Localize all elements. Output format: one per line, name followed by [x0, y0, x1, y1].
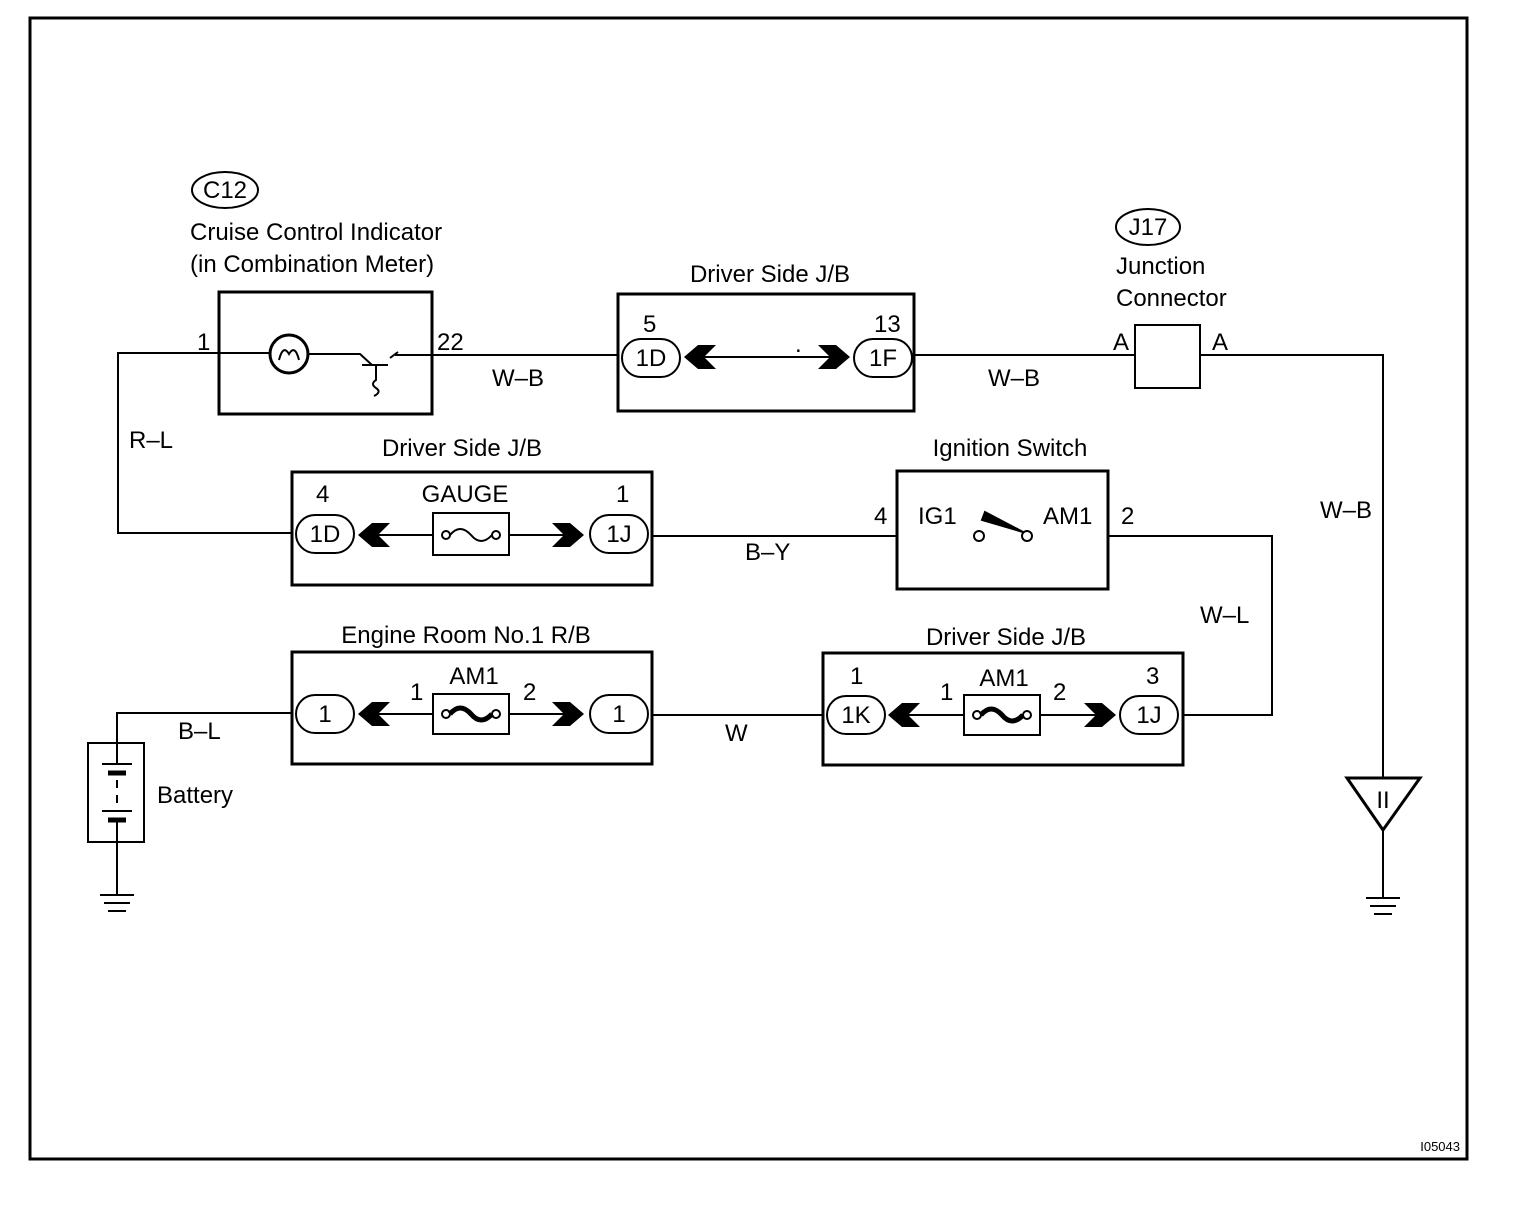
battery: Battery [87, 742, 233, 843]
ignition-switch: Ignition Switch 4 IG1 AM1 2 [874, 435, 1134, 591]
jb-bottom-fuse-pin-left: 1 [940, 679, 953, 706]
jb-bottom-fuse-label: AM1 [979, 665, 1028, 692]
fusible-link-icon [972, 706, 1032, 724]
j17-code: J17 [1129, 214, 1168, 241]
jb-top-right-conn: 1F [869, 345, 897, 372]
jb-middle-right-pin: 1 [616, 481, 629, 508]
wire-label-b-l: B–L [178, 718, 221, 745]
jb-bottom-fuse-pin-right: 2 [1053, 679, 1066, 706]
jb-middle-right-conn: 1J [606, 521, 631, 548]
c12-name-line1: Cruise Control Indicator [190, 219, 442, 246]
engine-rb-fuse-label: AM1 [449, 663, 498, 690]
frame-id: I05043 [1420, 1139, 1460, 1154]
transistor-icon [362, 351, 399, 397]
jb-middle-left-connector [295, 514, 355, 554]
jb-bottom-left-conn: 1K [841, 702, 870, 729]
engine-rb-fuse-pin-left: 1 [410, 679, 423, 706]
wire-label-w-b-2: W–B [988, 365, 1040, 392]
wire-label-w-b-3: W–B [1320, 497, 1372, 524]
fuse-icon [441, 528, 501, 542]
j17-box [1134, 324, 1201, 389]
ignition-box [895, 469, 1110, 591]
jb-middle-left-arrow [358, 523, 390, 547]
c12-inner-wire-2 [308, 353, 373, 366]
jb-bottom-right-connector [1119, 695, 1179, 735]
ground-icon [100, 894, 134, 912]
battery-label: Battery [157, 782, 233, 809]
wire-w-b-3 [1200, 354, 1384, 778]
engine-rb-left-connector [295, 694, 355, 734]
c12-code: C12 [203, 177, 247, 204]
wire-label-r-l: R–L [129, 427, 173, 454]
j17-code-oval [1115, 208, 1181, 246]
jb-top-title: Driver Side J/B [690, 261, 850, 288]
jb-bottom: Driver Side J/B 1 1K 1 AM1 2 3 1J [821, 624, 1185, 767]
wire-w-l [1030, 535, 1273, 716]
diagram-frame [28, 16, 1469, 1161]
battery-icon [102, 743, 132, 842]
jb-top-left-connector [621, 338, 681, 378]
fusible-link-icon [441, 705, 501, 723]
wire-labels: R–L W–B W–B W–B B–Y W–L W B–L [129, 365, 1372, 747]
ground-point-triangle: II [1344, 776, 1423, 833]
wire-label-w-b-1: W–B [492, 365, 544, 392]
jb-top: Driver Side J/B 5 1D . 13 1F [616, 261, 916, 413]
jb-top-left-arrow [684, 345, 716, 369]
jb-top-center-dot: . [795, 331, 802, 358]
jb-middle-right-arrow [552, 523, 584, 547]
ignition-pin-right: 2 [1121, 503, 1134, 530]
jb-middle-fuse-label: GAUGE [422, 481, 509, 508]
jb-middle: Driver Side J/B 4 1D GAUGE 1 1J [290, 435, 654, 587]
wire-label-w-l: W–L [1200, 602, 1249, 629]
jb-top-left-pin: 5 [643, 311, 656, 338]
j17-pin-left: A [1113, 329, 1129, 356]
jb-top-right-arrow [818, 345, 850, 369]
ground-point-label: II [1376, 787, 1389, 814]
jb-bottom-right-conn: 1J [1136, 702, 1161, 729]
engine-rb-title: Engine Room No.1 R/B [341, 622, 590, 649]
ground-icon [1366, 897, 1400, 915]
ignition-term-left: IG1 [918, 503, 957, 530]
c12-component: C12 Cruise Control Indicator (in Combina… [190, 171, 464, 416]
jb-middle-left-conn: 1D [310, 521, 341, 548]
engine-rb-left-arrow [358, 702, 390, 726]
c12-pin-left: 1 [197, 329, 210, 356]
wire-label-b-y: B–Y [745, 539, 790, 566]
jb-bottom-right-arrow [1084, 703, 1116, 727]
jb-bottom-right-pin: 3 [1146, 663, 1159, 690]
j17-name-line2: Connector [1116, 285, 1227, 312]
ignition-pin-left: 4 [874, 503, 887, 530]
c12-name-line2: (in Combination Meter) [190, 251, 434, 278]
wire-b-l [116, 712, 296, 745]
engine-rb-left-conn: 1 [318, 701, 331, 728]
switch-icon [973, 510, 1033, 542]
j17-component: J17 Junction Connector A A [1113, 208, 1228, 389]
jb-middle-title: Driver Side J/B [382, 435, 542, 462]
jb-bottom-left-pin: 1 [850, 663, 863, 690]
engine-room-rb: Engine Room No.1 R/B 1 1 AM1 2 1 [290, 622, 654, 766]
jb-bottom-title: Driver Side J/B [926, 624, 1086, 651]
engine-rb-right-connector [589, 694, 649, 734]
j17-pin-right: A [1212, 329, 1228, 356]
engine-rb-fuse-pin-right: 2 [523, 679, 536, 706]
jb-top-right-pin: 13 [874, 311, 901, 338]
jb-bottom-left-connector [826, 695, 886, 735]
ignition-title: Ignition Switch [933, 435, 1088, 462]
jb-middle-left-pin: 4 [316, 481, 329, 508]
wire-label-w: W [725, 720, 748, 747]
ignition-term-right: AM1 [1043, 503, 1092, 530]
c12-pin-right: 22 [437, 329, 464, 356]
jb-top-left-conn: 1D [636, 345, 667, 372]
c12-code-oval [191, 171, 259, 209]
engine-rb-right-arrow [552, 702, 584, 726]
jb-top-right-connector [853, 338, 913, 378]
j17-name-line1: Junction [1116, 253, 1205, 280]
jb-bottom-left-arrow [888, 703, 920, 727]
wire-r-l [117, 352, 300, 534]
wires [116, 352, 1384, 898]
engine-rb-right-conn: 1 [612, 701, 625, 728]
jb-middle-right-connector [589, 514, 649, 554]
